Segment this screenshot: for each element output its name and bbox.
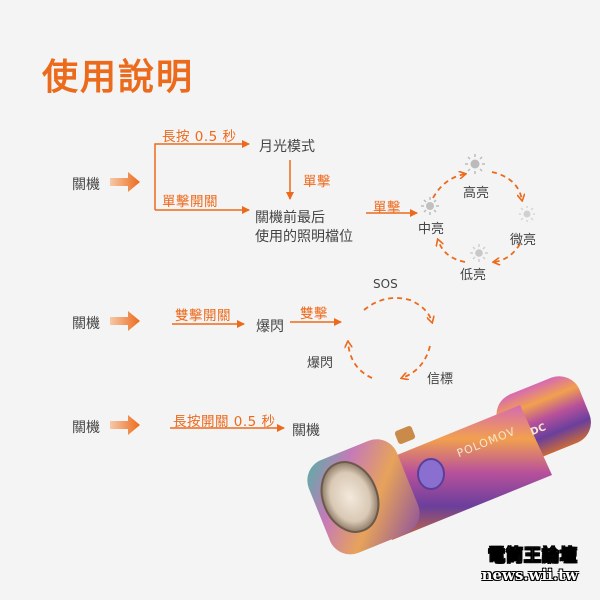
watermark-url: news.wii.tw — [481, 566, 578, 584]
row1-to-cycle-label: 單擊 — [373, 200, 401, 216]
row1-start-label: 關機 — [72, 177, 100, 193]
cycle-arc-strobe-sos — [348, 342, 373, 379]
row3-start-label: 關機 — [72, 420, 100, 436]
cycle-arc-micro-low — [494, 243, 521, 262]
cycle-low-label: 低亮 — [460, 268, 487, 283]
row3-action-label: 長按開關 0.5 秒 — [173, 414, 276, 430]
row3-result-label: 關機 — [292, 423, 320, 439]
row2-action-label: 雙擊開關 — [175, 308, 231, 324]
cycle-mid-label: 中亮 — [418, 222, 445, 237]
cycle-arc-low-mid — [438, 240, 466, 263]
cycle-micro-label: 微亮 — [510, 233, 537, 248]
row1-branch-top-label: 長按 0.5 秒 — [162, 129, 237, 145]
cycle-arc-beacon-strobe — [402, 345, 431, 378]
row2-to-cycle-label: 雙擊 — [300, 306, 328, 322]
brightness-icon — [421, 154, 535, 262]
cycle-beacon-label: 信標 — [427, 372, 454, 387]
cycle-arc-sos-beacon — [363, 297, 432, 322]
row3-start-arrow — [110, 415, 140, 435]
row1-result-line2: 使用的照明檔位 — [255, 229, 353, 245]
cycle-high-label: 高亮 — [463, 186, 490, 201]
watermark-title: 電筒王論壇 — [488, 546, 578, 567]
cycle-sos-label: SOS — [373, 277, 398, 291]
arrow-right-icon — [110, 311, 140, 331]
row1-result-line1: 關機前最后 — [255, 210, 325, 226]
page-title: 使用說明 — [42, 57, 195, 98]
row1-start-arrow — [110, 172, 140, 192]
row1-branch-top-line — [154, 140, 250, 210]
cycle-arc-mid-high — [432, 174, 465, 199]
row2-start-label: 關機 — [72, 316, 100, 332]
arrow-right-icon — [110, 172, 140, 192]
row1-branch-bottom-label: 單擊開關 — [162, 194, 218, 210]
row1-step-down-label: 單擊 — [303, 174, 331, 190]
row2-start-arrow — [110, 311, 140, 331]
cycle-strobe-label: 爆閃 — [307, 356, 334, 371]
flashlight-image — [307, 376, 591, 555]
row1-branch-top-result: 月光模式 — [259, 139, 315, 155]
arrow-right-icon — [110, 415, 140, 435]
row2-result-label: 爆閃 — [256, 319, 284, 335]
cycle-arc-high-micro — [491, 171, 522, 200]
